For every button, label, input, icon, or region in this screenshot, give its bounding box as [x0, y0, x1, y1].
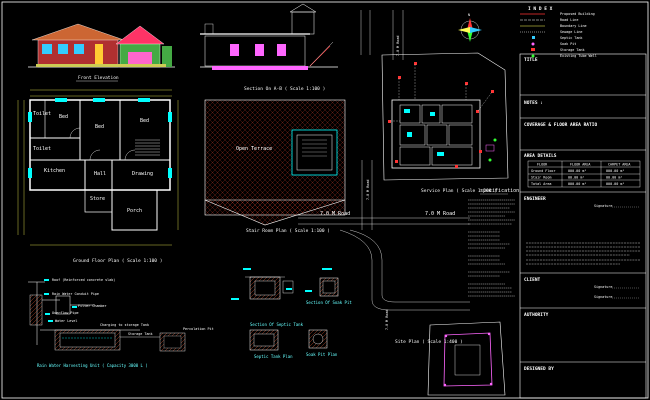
title-block: TITLE NOTES : COVERAGE & FLOOR AREA RATI… — [519, 53, 647, 399]
room-label: Hall — [94, 171, 106, 177]
rain-label-percolation: Percolation Pit — [183, 327, 214, 331]
room-label: Bed — [140, 118, 149, 124]
room-label: Drawing — [132, 171, 153, 177]
area-table-cell: 000.00 m² — [568, 169, 586, 173]
svg-text:7.0 M Road: 7.0 M Road — [385, 310, 389, 330]
area-table-cell: 000.00 m² — [568, 182, 586, 186]
road-vertical-1: 7.0 M Road — [396, 36, 400, 56]
rain-label-filter: Filter Chamber — [78, 304, 107, 308]
service-plan: Service Plan ( Scale 1:200 ) — [381, 52, 509, 194]
septic-tank-title: Section Of Septic Tank — [250, 322, 304, 327]
coverage-heading: COVERAGE & FLOOR AREA RATIO — [524, 122, 597, 128]
engineer-notes — [526, 242, 640, 265]
specification-block: specification — [468, 188, 519, 297]
notes-heading: NOTES : — [524, 100, 543, 106]
site-plan: Site Plan ( Scale 1:400 ) — [395, 321, 506, 396]
legend-item: Existing Tube Well — [560, 54, 597, 58]
rain-label-roof: Roof (Reinforced concrete slab) — [52, 278, 115, 282]
rain-label-storage: Storage Tank — [128, 332, 153, 336]
open-terrace-label: Open Terrace — [236, 146, 272, 152]
north-arrow-icon: N — [458, 13, 482, 42]
legend-item: Sewage Line — [560, 30, 582, 34]
room-label: Porch — [127, 208, 142, 214]
room-label: Kitchen — [44, 168, 65, 174]
area-table-header: FLOOR AREA — [570, 163, 590, 167]
svg-text:N: N — [468, 13, 470, 17]
rain-water-harvesting: Roof (Reinforced concrete slab) Rain Wat… — [28, 278, 214, 368]
title-heading: TITLE — [524, 57, 538, 63]
engineer-signature-label: Signature — [594, 204, 612, 208]
client-heading: CLIENT — [524, 277, 541, 283]
index-legend: I N D E X Proposed Building Road Line Bo… — [520, 6, 597, 58]
area-details-heading: AREA DETAILS — [524, 153, 557, 159]
rain-label-water-level: Water Level — [55, 319, 77, 323]
room-label: Bed — [59, 114, 68, 120]
area-table-cell: Total Area — [531, 182, 551, 186]
engineer-heading: ENGINEER — [524, 196, 546, 202]
ground-floor-plan-title: Ground Floor Plan ( Scale 1:100 ) — [73, 258, 162, 264]
front-elevation-title: Front Elevation — [78, 75, 119, 81]
area-table-cell: 000.00 m² — [606, 169, 624, 173]
legend-item: Proposed Building — [560, 12, 595, 16]
roads: 7.0 M Road 7.0 M Road 7.0 M Road 7.0 M R… — [298, 160, 470, 330]
front-elevation: Front Elevation — [28, 23, 175, 82]
stair-room-plan: Open Terrace Stair Room Plan ( Scale 1:1… — [204, 99, 346, 234]
room-label: Toilet — [33, 146, 51, 152]
legend-item: Boundary Line — [560, 24, 587, 28]
septic-soak-details: Section Of Septic Tank Section Of Soak P… — [231, 268, 352, 359]
specification-title: specification — [480, 188, 519, 194]
legend-item: Road Line — [560, 18, 578, 22]
area-table-cell: Stair Room — [531, 176, 551, 180]
area-table-cell: Ground Floor — [531, 169, 556, 173]
section-ab-title: Section On A-B ( Scale 1:100 ) — [244, 86, 325, 92]
rain-label-charging: Charging to storage Tank — [100, 323, 149, 327]
ground-floor-plan: Bed Bed Bed Kitchen Hall Drawing Porch T… — [17, 89, 179, 264]
area-table-cell: 00.00 m² — [568, 176, 584, 180]
room-label: Store — [90, 196, 105, 202]
section-ab: Section On A-B ( Scale 1:100 ) — [200, 3, 338, 92]
legend-item: Septic Tank — [560, 36, 582, 40]
designed-by-heading: DESIGNED BY — [524, 366, 554, 372]
stair-room-plan-title: Stair Room Plan ( Scale 1:100 ) — [246, 228, 330, 234]
area-table-cell: 000.00 m² — [606, 182, 624, 186]
rain-water-title: Rain Water Harvesting Unit ( Capacity 30… — [37, 363, 148, 368]
area-table: FLOOR FLOOR AREA CARPET AREA Ground Floo… — [527, 160, 641, 188]
client-signature-label-1: Signature — [594, 285, 612, 289]
authority-heading: AUTHORITY — [524, 312, 549, 318]
rain-label-conduit: Rain Water Conduit Pipe — [52, 292, 99, 296]
soak-pit-title: Section Of Soak Pit — [306, 300, 352, 305]
svg-text:7.0 M Road: 7.0 M Road — [366, 180, 370, 200]
legend-item: Storage Tank — [560, 48, 585, 52]
room-label: Toilet — [33, 111, 51, 117]
client-signature-label-2: Signature — [594, 295, 612, 299]
service-plan-title: Service Plan ( Scale 1:200 ) — [421, 188, 497, 194]
area-table-header: FLOOR — [537, 163, 548, 167]
legend-item: Soak Pit — [560, 42, 576, 46]
rain-label-overflow: Overflow Pipe — [52, 311, 79, 315]
road-label-1: 7.0 M Road — [320, 211, 350, 217]
road-label-2: 7.0 M Road — [425, 211, 455, 217]
index-title: I N D E X — [528, 6, 553, 12]
area-table-cell: 00.00 m² — [606, 176, 622, 180]
soak-pit-plan-title: Soak Pit Plan — [306, 352, 338, 357]
septic-tank-plan-title: Septic Tank Plan — [254, 354, 293, 359]
area-table-header: CARPET AREA — [608, 163, 630, 167]
site-plan-title: Site Plan ( Scale 1:400 ) — [395, 339, 463, 345]
room-label: Bed — [95, 124, 104, 130]
